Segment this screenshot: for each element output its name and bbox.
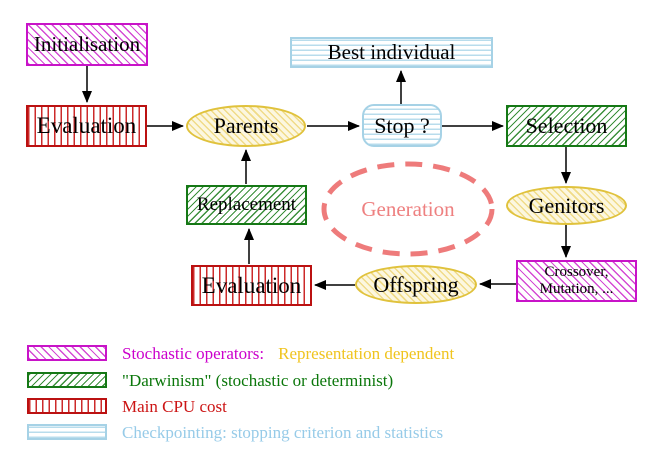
legend-swatch-cpu [27,398,107,414]
crossover-line2: Mutation, ... [539,281,614,297]
crossover-line1: Crossover, [544,264,609,280]
node-genitors: Genitors [506,186,627,225]
node-stop: Stop ? [362,104,442,147]
node-selection: Selection [506,105,627,147]
node-replacement: Replacement [186,185,307,225]
legend-swatch-checkpointing [27,424,107,440]
node-evaluation-top: Evaluation [26,105,147,147]
legend-label-stochastic-main: Stochastic operators: [122,344,265,363]
node-best-individual: Best individual [290,37,493,68]
legend-label-cpu: Main CPU cost [122,397,227,416]
generation-cycle-label: Generation [361,196,455,221]
legend-label-stochastic: Stochastic operators: Representation depe… [122,344,454,364]
legend-label-representation: Representation dependent [278,344,455,363]
node-initialisation: Initialisation [26,23,148,66]
node-crossover-mutation: Crossover, Mutation, ... [516,260,637,302]
legend-swatch-darwinism [27,372,107,388]
node-parents: Parents [186,105,306,147]
node-offspring: Offspring [355,265,477,304]
legend-swatch-stochastic [27,345,107,361]
legend-label-darwinism: "Darwinism" (stochastic or determinist) [122,371,394,390]
node-evaluation-bottom: Evaluation [191,265,312,306]
legend-label-checkpointing: Checkpointing: stopping criterion and st… [122,423,444,442]
